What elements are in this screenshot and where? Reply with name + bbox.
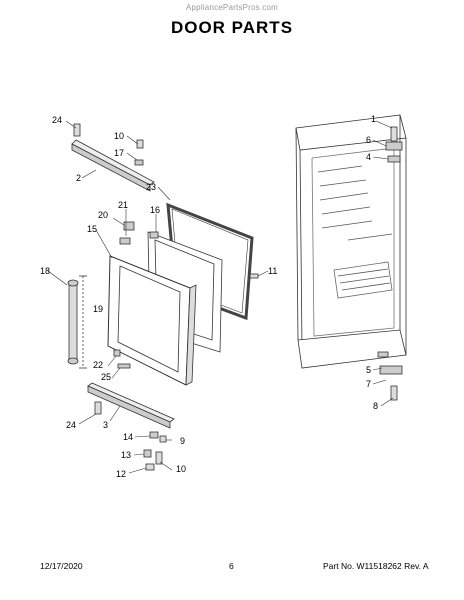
callout-5: 5 xyxy=(366,365,371,375)
door-handle xyxy=(67,279,79,365)
callout-24a: 24 xyxy=(52,115,62,125)
footer-page-number: 6 xyxy=(229,561,234,571)
bottom-hinge-bracket xyxy=(87,382,175,429)
callout-23: 23 xyxy=(146,182,156,192)
callout-labels: 24 10 17 2 23 21 20 16 15 18 11 19 22 25… xyxy=(40,114,378,479)
callout-4: 4 xyxy=(366,152,371,162)
bottom-fasteners xyxy=(143,431,167,471)
callout-15: 15 xyxy=(87,224,97,234)
callout-22: 22 xyxy=(93,360,103,370)
footer-date: 12/17/2020 xyxy=(40,561,83,571)
door-frame xyxy=(107,255,197,386)
callout-21: 21 xyxy=(118,200,128,210)
callout-6: 6 xyxy=(366,135,371,145)
bottom-hinge-right xyxy=(377,351,403,401)
callout-3: 3 xyxy=(103,420,108,430)
callout-11: 11 xyxy=(268,266,277,276)
cabinet-shelves xyxy=(317,165,393,299)
callout-17: 17 xyxy=(114,148,124,158)
top-hinge-bracket xyxy=(71,123,155,192)
callout-13: 13 xyxy=(121,450,131,460)
leader-lines xyxy=(47,120,394,474)
part-22 xyxy=(113,349,121,357)
watermark: AppliancePartsPros.com xyxy=(186,3,278,12)
callout-9: 9 xyxy=(180,436,185,446)
page-title: DOOR PARTS xyxy=(170,18,294,37)
callout-10a: 10 xyxy=(114,131,124,141)
callout-20: 20 xyxy=(98,210,108,220)
callout-24b: 24 xyxy=(66,420,76,430)
dimension-marker xyxy=(79,275,87,369)
callout-7: 7 xyxy=(366,379,371,389)
callout-14: 14 xyxy=(123,432,133,442)
part-11 xyxy=(249,273,259,279)
callout-19: 19 xyxy=(93,304,103,314)
callout-1: 1 xyxy=(371,114,376,124)
part-25 xyxy=(117,363,131,369)
cabinet-body xyxy=(295,114,407,369)
callout-25: 25 xyxy=(101,372,111,382)
callout-2: 2 xyxy=(76,173,81,183)
callout-16: 16 xyxy=(150,205,160,215)
callout-12: 12 xyxy=(116,469,126,479)
callout-8: 8 xyxy=(373,401,378,411)
callout-10b: 10 xyxy=(176,464,186,474)
part-21 xyxy=(119,237,131,245)
part-20 xyxy=(123,221,135,231)
callout-18: 18 xyxy=(40,266,50,276)
footer-part-number: Part No. W11518262 Rev. A xyxy=(323,561,429,571)
